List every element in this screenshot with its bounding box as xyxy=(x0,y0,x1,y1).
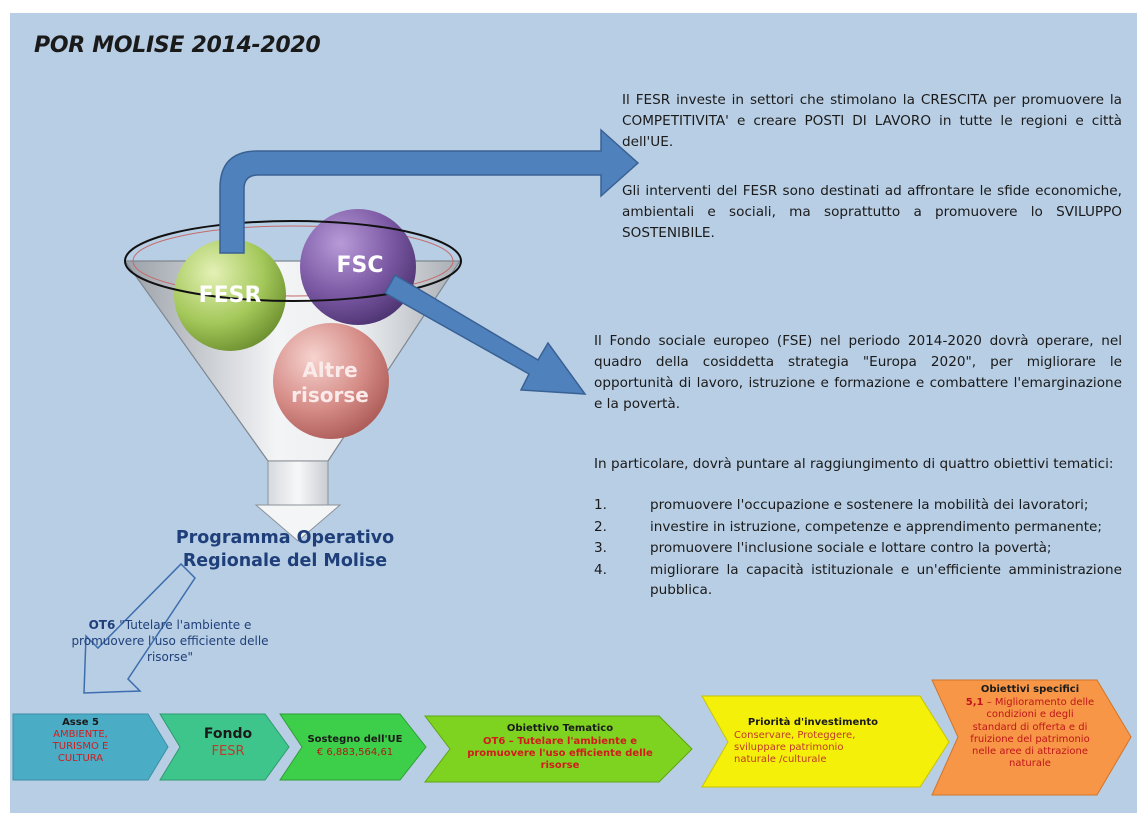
chevron-sostegno xyxy=(279,713,427,781)
funnel-stem xyxy=(267,460,329,506)
chevron-priorita-title: Priorità d'investimento xyxy=(747,717,879,728)
funnel-rim xyxy=(124,220,462,302)
fesr-ball-label: FESR xyxy=(198,283,262,308)
fsc-diagonal-arrow xyxy=(383,273,587,395)
fse-paragraph-1: Il Fondo sociale europeo (FSE) nel perio… xyxy=(594,331,1122,415)
list-item: 2. investire in istruzione, competenze e … xyxy=(594,517,1122,538)
altre-ball xyxy=(273,323,389,439)
list-item: 3. promuovere l'inclusione sociale e lott… xyxy=(594,538,1122,559)
fesr-paragraph-2: Gli interventi del FESR sono destinati a… xyxy=(622,181,1122,244)
list-item-number: 2. xyxy=(594,518,607,535)
chevron-obiettivo-label: Obiettivo Tematico OT6 – Tutelare l'ambi… xyxy=(450,722,670,772)
chevron-asse-title: Asse 5 xyxy=(62,717,99,728)
chevron-specifici-body: 5,1 – Miglioramento delle condizioni e d… xyxy=(955,697,1105,771)
list-item: 4. migliorare la capacità istituzionale e… xyxy=(594,560,1122,601)
list-item-number: 3. xyxy=(594,540,607,556)
obiettivi-tematici-list: 1. promuovere l'occupazione e sostenere l… xyxy=(594,495,1122,602)
chevron-specifici-label: Obiettivi specifici 5,1 – Miglioramento … xyxy=(955,683,1105,771)
fse-text-1: Il Fondo sociale europeo (FSE) nel perio… xyxy=(594,333,1122,412)
fsc-ball-label: FSC xyxy=(336,253,384,278)
slide-canvas: POR MOLISE 2014-2020 xyxy=(10,13,1137,813)
chevron-priorita-body: Conservare, Proteggere, sviluppare patri… xyxy=(734,730,856,765)
ot6-code: OT6 xyxy=(88,618,116,632)
chevron-asse xyxy=(12,713,169,781)
funnel-inner-rim xyxy=(132,225,454,297)
altre-ball-label: Altre risorse xyxy=(291,358,369,407)
list-item-text: promuovere l'occupazione e sostenere la … xyxy=(650,497,1089,513)
list-item-number: 4. xyxy=(594,561,607,578)
ot6-hollow-arrow xyxy=(83,562,196,694)
chevron-priorita-label: Priorità d'investimento Conservare, Prot… xyxy=(728,716,928,766)
ot6-label: OT6 "Tutelare l'ambiente e promuovere l'… xyxy=(70,617,270,665)
chevron-sostegno-body: € 6,883,564,61 xyxy=(316,747,394,758)
list-item-number: 1. xyxy=(594,497,607,513)
fesr-text-1: Il FESR investe in settori che stimolano… xyxy=(622,92,1122,150)
funnel-output-arrow xyxy=(254,504,342,542)
chevron-fondo-body: FESR xyxy=(211,744,245,759)
chevron-specifici-title: Obiettivi specifici xyxy=(980,684,1080,695)
fesr-paragraph-1: Il FESR investe in settori che stimolano… xyxy=(622,90,1122,153)
list-item-text: migliorare la capacità istituzionale e u… xyxy=(650,561,1122,599)
fsc-ball xyxy=(300,209,416,325)
programma-label: Programma Operativo Regionale del Molise xyxy=(175,528,395,571)
fesr-text-2: Gli interventi del FESR sono destinati a… xyxy=(622,183,1122,241)
chevron-priorita xyxy=(701,695,950,788)
fesr-ball xyxy=(174,239,286,351)
chevron-fondo-label: Fondo FESR xyxy=(178,725,278,761)
chevron-sostegno-label: Sostegno dell'UE € 6,883,564,61 xyxy=(300,733,410,759)
chevron-fondo xyxy=(159,713,290,781)
chevron-obiettivo xyxy=(423,715,693,783)
list-item: 1. promuovere l'occupazione e sostenere l… xyxy=(594,495,1122,516)
chevron-asse-label: Asse 5 AMBIENTE, TURISMO E CULTURA xyxy=(18,716,143,765)
chevron-specifici-text: – Miglioramento delle condizioni e degli… xyxy=(970,697,1095,770)
chevron-fondo-title: Fondo xyxy=(203,726,253,742)
chevron-specifici-code: 5,1 xyxy=(965,697,984,708)
page-title: POR MOLISE 2014-2020 xyxy=(34,33,321,58)
fse-text-2: In particolare, dovrà puntare al raggiun… xyxy=(594,456,1114,472)
chevron-asse-body: AMBIENTE, TURISMO E CULTURA xyxy=(52,729,109,764)
fse-paragraph-2: In particolare, dovrà puntare al raggiun… xyxy=(594,454,1122,475)
chevron-specifici xyxy=(931,679,1132,796)
chevron-obiettivo-title: Obiettivo Tematico xyxy=(506,723,614,734)
chevron-obiettivo-body: OT6 – Tutelare l'ambiente e promuovere l… xyxy=(467,736,653,771)
funnel-diagram xyxy=(12,128,1132,796)
list-item-text: promuovere l'inclusione sociale e lottar… xyxy=(650,540,1052,556)
ot6-text: "Tutelare l'ambiente e promuovere l'uso … xyxy=(71,618,269,664)
chevron-sostegno-title: Sostegno dell'UE xyxy=(307,734,403,745)
fesr-bent-arrow xyxy=(219,128,640,254)
list-item-text: investire in istruzione, competenze e ap… xyxy=(650,518,1102,535)
